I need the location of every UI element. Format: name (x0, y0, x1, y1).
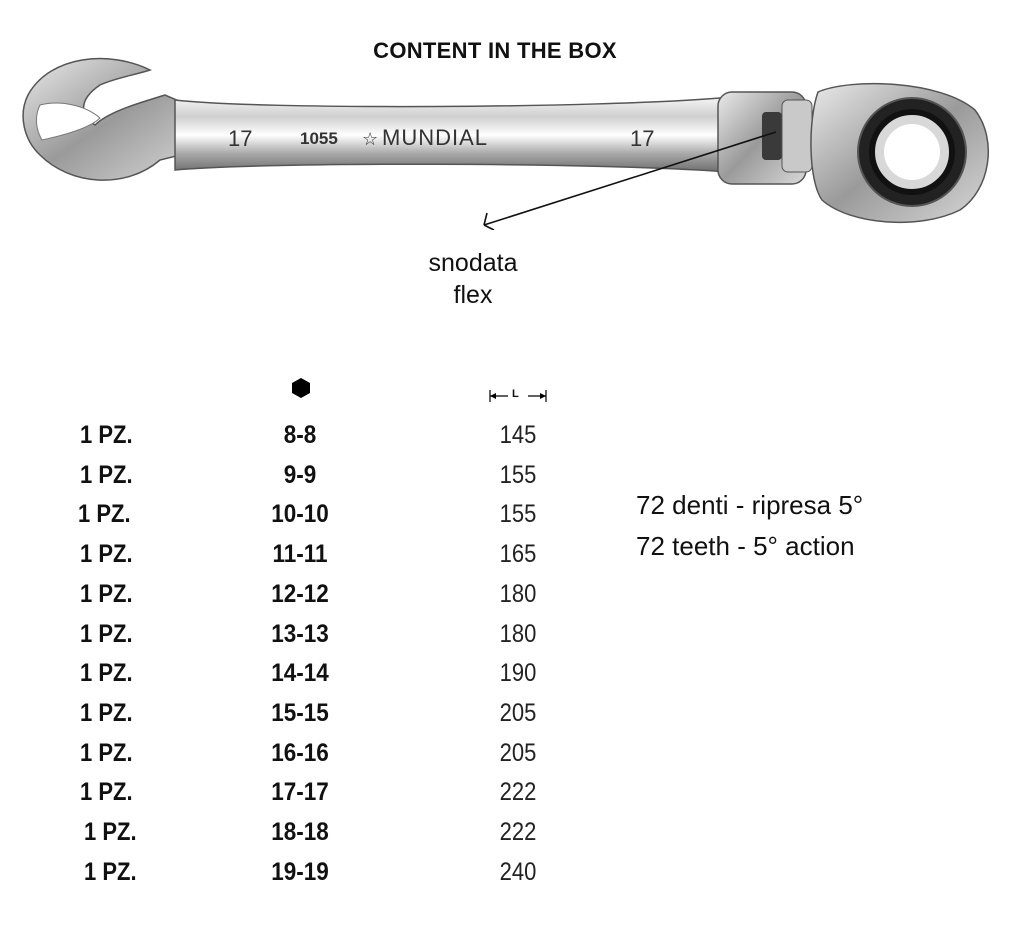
length-cell: 205 (499, 738, 537, 767)
table-row: 1 PZ. 13-13 180 (0, 620, 600, 654)
wrench-size-cell: 13-13 (271, 619, 329, 648)
wrench-size-cell: 12-12 (271, 579, 329, 608)
length-cell: 155 (499, 500, 537, 529)
quantity-cell: 1 PZ. (84, 818, 137, 846)
quantity-cell: 1 PZ. (80, 698, 133, 727)
length-cell: 222 (499, 778, 537, 807)
quantity-cell: 1 PZ. (80, 778, 133, 807)
quantity-cell: 1 PZ. (78, 500, 131, 529)
teeth-note-en: 72 teeth - 5° action (636, 531, 855, 561)
table-row: 1 PZ. 8-8 145 (0, 421, 600, 455)
length-cell: 180 (499, 579, 537, 608)
wrench-size-cell: 8-8 (283, 421, 317, 449)
table-row: 1 PZ. 18-18 222 (0, 818, 600, 852)
table-row: 1 PZ. 11-11 165 (0, 540, 600, 574)
brand-star-icon: ☆ (362, 129, 378, 150)
page-title: CONTENT IN THE BOX (373, 38, 617, 63)
wrench-size-cell: 18-18 (271, 818, 329, 846)
length-header: L (512, 388, 519, 400)
quantity-cell: 1 PZ. (80, 460, 133, 489)
quantity-cell: 1 PZ. (84, 857, 137, 886)
table-row: 1 PZ. 15-15 205 (0, 699, 600, 733)
quantity-cell: 1 PZ. (80, 619, 133, 648)
length-cell: 240 (499, 857, 537, 886)
table-row: 1 PZ. 12-12 180 (0, 580, 600, 614)
quantity-cell: 1 PZ. (80, 579, 133, 608)
flex-ratchet-wrench-illustration: 17 1055 ☆ MUNDIAL 17 (22, 57, 990, 230)
wrench-size-cell: 10-10 (271, 500, 329, 529)
length-dimension-icon (489, 390, 547, 402)
table-row: 1 PZ. 10-10 155 (0, 500, 600, 534)
table-row: 1 PZ. 17-17 222 (0, 778, 600, 812)
quantity-cell: 1 PZ. (80, 659, 133, 688)
wrench-size-cell: 17-17 (271, 778, 329, 807)
quantity-cell: 1 PZ. (80, 421, 133, 449)
table-row: 1 PZ. 19-19 240 (0, 858, 600, 892)
flex-pointer-arrow (483, 131, 777, 226)
wrench-size-left: 17 (228, 126, 252, 151)
length-cell: 165 (499, 540, 537, 569)
flex-label-en: flex (453, 281, 493, 309)
quantity-cell: 1 PZ. (80, 540, 133, 569)
wrench-size-cell: 19-19 (271, 857, 329, 886)
table-row: 1 PZ. 9-9 155 (0, 461, 600, 495)
wrench-size-cell: 9-9 (283, 460, 317, 489)
wrench-size-cell: 11-11 (272, 540, 328, 569)
table-row: 1 PZ. 14-14 190 (0, 659, 600, 693)
length-cell: 190 (499, 659, 537, 688)
wrench-brand: MUNDIAL (382, 125, 488, 150)
quantity-cell: 1 PZ. (80, 738, 133, 767)
wrench-size-cell: 16-16 (271, 738, 329, 767)
open-end-jaw (22, 57, 201, 181)
length-cell: 180 (499, 619, 537, 648)
hexagon-icon (292, 378, 310, 398)
length-cell: 222 (499, 818, 537, 846)
wrench-size-right: 17 (630, 126, 654, 151)
wrench-code: 1055 (300, 129, 338, 148)
table-row: 1 PZ. 16-16 205 (0, 739, 600, 773)
length-cell: 145 (499, 421, 537, 449)
wrench-size-cell: 15-15 (271, 698, 329, 727)
wrench-size-cell: 14-14 (271, 659, 329, 688)
teeth-note-it: 72 denti - ripresa 5° (636, 490, 864, 520)
flex-label-it: snodata (428, 249, 518, 277)
length-cell: 155 (499, 460, 537, 489)
length-cell: 205 (499, 698, 537, 727)
